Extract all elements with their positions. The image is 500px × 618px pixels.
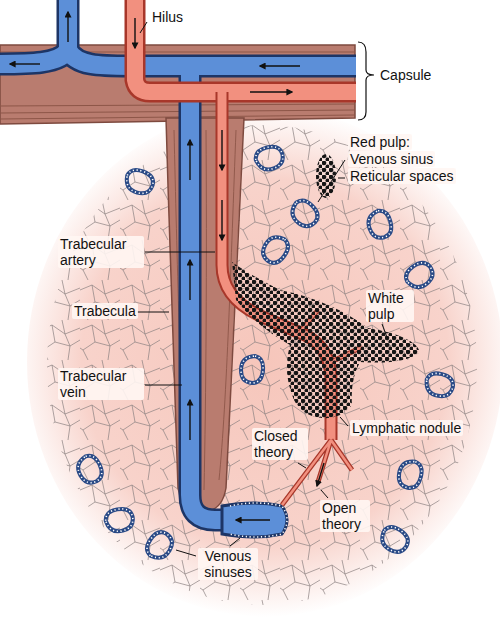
venous-sinus <box>241 356 263 383</box>
vein-lumen <box>0 0 356 520</box>
leader-line <box>176 550 196 556</box>
venous-sinus <box>124 168 156 196</box>
venous-sinus <box>424 372 454 398</box>
flow-arrows <box>10 12 324 520</box>
leader-lines <box>137 22 388 556</box>
venous-sinus <box>287 196 322 230</box>
white-pulp-label: White pulp <box>366 290 414 322</box>
nodule-label: Lymphatic nodule <box>350 420 463 436</box>
sinus-dotted-wall <box>230 503 287 537</box>
leader-line <box>340 417 348 426</box>
flow-arrow <box>221 200 222 240</box>
leader-line <box>321 490 328 498</box>
flow-arrow <box>189 140 190 180</box>
venous-sinus-rings <box>73 143 454 563</box>
leader-line <box>318 160 345 202</box>
open-theory-label: Open theory <box>320 500 370 532</box>
closed-theory-label: Closed theory <box>252 428 308 460</box>
vein-wall <box>0 0 356 520</box>
leader-line <box>140 22 147 33</box>
venous-sinus <box>365 208 395 241</box>
venous-sinus <box>104 506 136 534</box>
reticular-label: Reticular spaces <box>348 168 456 184</box>
vein-label: Trabecular vein <box>58 368 144 400</box>
venous-sinus-large <box>222 503 287 537</box>
capsule-bracket <box>358 42 374 120</box>
venous-sinus <box>397 459 423 489</box>
leader-line <box>382 324 388 340</box>
capsule-label: Capsule <box>378 67 433 83</box>
white-pulp <box>232 262 420 418</box>
flow-arrow <box>134 18 135 48</box>
hilus-label: Hilus <box>150 9 185 25</box>
leader-line <box>298 463 306 468</box>
trabecula-label: Trabecula <box>72 303 138 319</box>
artery-wall <box>135 0 356 92</box>
venous-sinus <box>259 232 292 266</box>
flow-arrow <box>67 12 68 42</box>
flow-arrow <box>250 91 292 92</box>
flow-arrow <box>260 65 300 66</box>
vein-vessels <box>0 0 356 520</box>
venous-sinus <box>377 523 411 556</box>
red-pulp-label: Red pulp: <box>348 134 412 150</box>
artery-label: Trabecular artery <box>58 236 144 268</box>
leader-line <box>338 178 345 179</box>
flow-arrow <box>189 400 190 440</box>
flow-arrow <box>189 260 190 300</box>
red-pulp-cells <box>316 154 336 198</box>
leader-line <box>230 538 240 546</box>
venous-sinus <box>73 452 106 486</box>
venous-sinus <box>402 258 437 292</box>
venous-sinus <box>253 143 286 173</box>
flow-arrow <box>221 130 222 170</box>
flow-arrow <box>317 463 324 486</box>
artery-vessels <box>135 0 362 505</box>
leader-line <box>145 385 182 386</box>
sinuses-label: Venous sinuses <box>198 548 258 580</box>
venous-sinus <box>143 528 176 562</box>
trabecula <box>166 118 244 512</box>
flow-arrow <box>236 519 270 520</box>
trabecula-body <box>166 118 244 512</box>
leader-line <box>145 252 215 253</box>
sinus-blob <box>222 503 287 537</box>
artery-lumen <box>135 0 356 92</box>
flow-arrow <box>10 63 40 64</box>
venous-sinus-label: Venous sinus <box>348 151 435 167</box>
leader-line <box>137 312 169 313</box>
